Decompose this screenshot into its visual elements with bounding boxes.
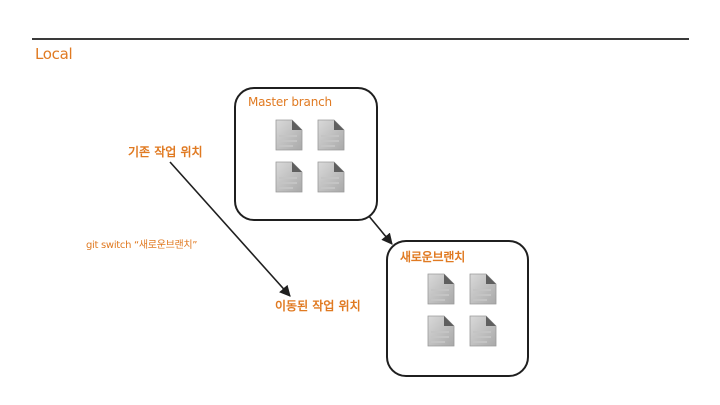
master-branch-box: Master branch	[234, 87, 378, 221]
current-position-label: 기존 작업 위치	[128, 145, 203, 159]
section-title: Local	[35, 45, 73, 63]
document-icon	[426, 273, 456, 305]
header-rule	[32, 38, 689, 40]
document-icon	[468, 273, 498, 305]
document-icon	[316, 161, 346, 193]
git-switch-command-label: git switch “새로운브랜치”	[86, 240, 198, 251]
document-icon	[316, 119, 346, 151]
document-icon	[468, 315, 498, 347]
document-icon	[274, 161, 304, 193]
document-icon	[426, 315, 456, 347]
document-icon	[274, 119, 304, 151]
move-arrow	[169, 161, 291, 297]
master-branch-title: Master branch	[248, 95, 332, 109]
new-branch-files	[426, 273, 498, 347]
moved-position-label: 이동된 작업 위치	[275, 299, 361, 313]
new-branch-title: 새로운브랜치	[400, 250, 466, 264]
master-branch-files	[274, 119, 346, 193]
new-branch-box: 새로운브랜치	[386, 240, 529, 377]
branch-arrow	[367, 214, 393, 245]
